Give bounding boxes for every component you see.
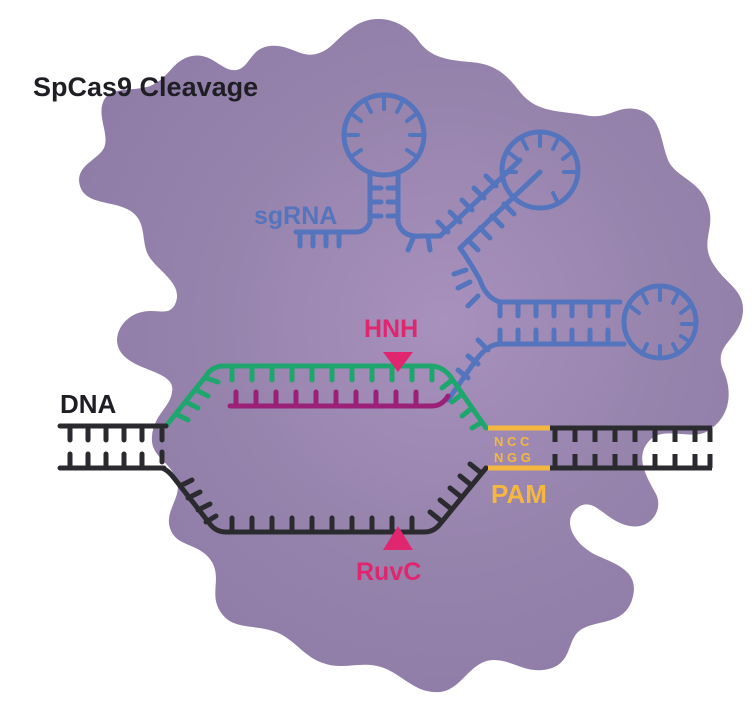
non-target-dna-strand	[159, 461, 489, 535]
sgrna-label: sgRNA	[254, 202, 337, 230]
pam-label: PAM	[491, 479, 547, 509]
hnh-label: HNH	[364, 315, 418, 343]
pam-top-sequence: N C C	[494, 434, 530, 449]
diagram-title: SpCas9 Cleavage	[33, 72, 258, 102]
pam-bottom-sequence: N G G	[494, 450, 531, 465]
sgrna-loop-ticks	[344, 95, 696, 360]
right-dna-duplex	[550, 425, 713, 471]
dna-label: DNA	[60, 389, 117, 419]
sgrna-guide-strand	[227, 389, 451, 409]
ruvc-label: RuvC	[356, 558, 421, 586]
target-dna-strand	[163, 363, 489, 431]
cas9-protein-blob	[79, 18, 744, 693]
hnh-cleavage-marker-icon	[383, 352, 413, 372]
left-dna-duplex	[57, 423, 169, 471]
ruvc-cleavage-marker-icon	[383, 526, 413, 550]
pam-region	[488, 425, 550, 471]
